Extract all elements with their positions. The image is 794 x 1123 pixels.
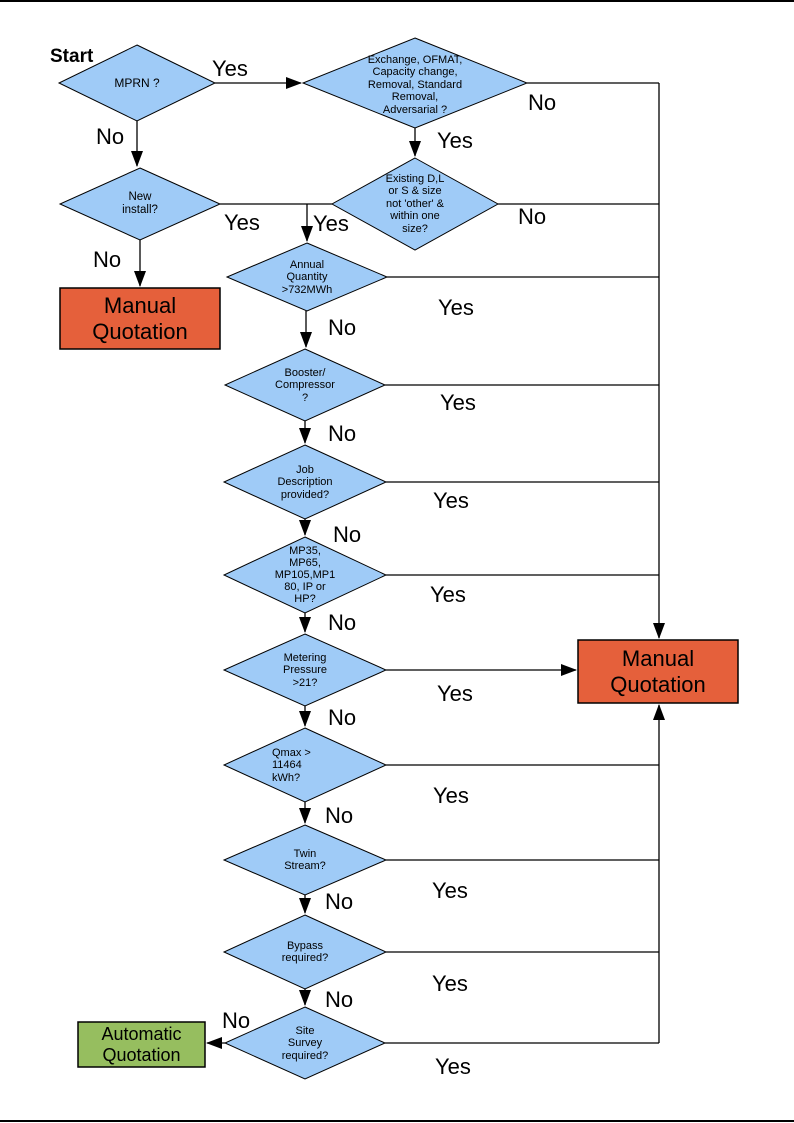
terminal-manual-quotation-left [59,287,221,350]
start-label: Start [50,46,94,67]
decision-site-survey [223,1006,387,1080]
decision-metering [222,633,388,707]
label-job-desc-yes: Yes [433,488,469,513]
label-bypass-no: No [325,987,354,1012]
label-existing-no: No [518,204,547,229]
label-job-desc-no: No [333,522,362,547]
label-annual-no: No [328,315,357,340]
label-site-survey-yes: Yes [435,1054,471,1079]
label-mprn-no: No [96,124,125,149]
decision-existing [330,157,500,251]
label-mp-tier-yes: Yes [430,582,466,607]
decision-qmax [222,727,388,803]
label-new-install-yes: Yes [224,210,260,235]
decision-booster [223,348,387,422]
label-exchange-yes: Yes [437,128,473,153]
label-twin-no: No [325,889,354,914]
decision-job-desc [222,444,388,520]
label-exchange-no: No [528,90,557,115]
label-booster-yes: Yes [440,390,476,415]
label-site-survey-no: No [222,1008,251,1033]
decision-mp-tier [222,536,388,614]
decision-annual [225,242,389,312]
decision-twin [222,824,388,896]
label-twin-yes: Yes [432,878,468,903]
decision-bypass [222,914,388,990]
decision-exchange [301,37,529,129]
terminal-manual-quotation-right [577,639,739,704]
label-qmax-yes: Yes [433,783,469,808]
decision-mprn [57,44,217,122]
label-mprn-yes: Yes [212,56,248,81]
label-annual-yes: Yes [438,295,474,320]
terminal-automatic-quotation [77,1021,206,1068]
label-metering-no: No [328,705,357,730]
label-new-install-no: No [93,247,122,272]
label-metering-yes: Yes [437,681,473,706]
label-mp-tier-no: No [328,610,357,635]
label-booster-no: No [328,421,357,446]
label-qmax-no: No [325,803,354,828]
label-bypass-yes: Yes [432,971,468,996]
decision-new-install [58,167,222,241]
label-existing-yes: Yes [313,211,349,236]
